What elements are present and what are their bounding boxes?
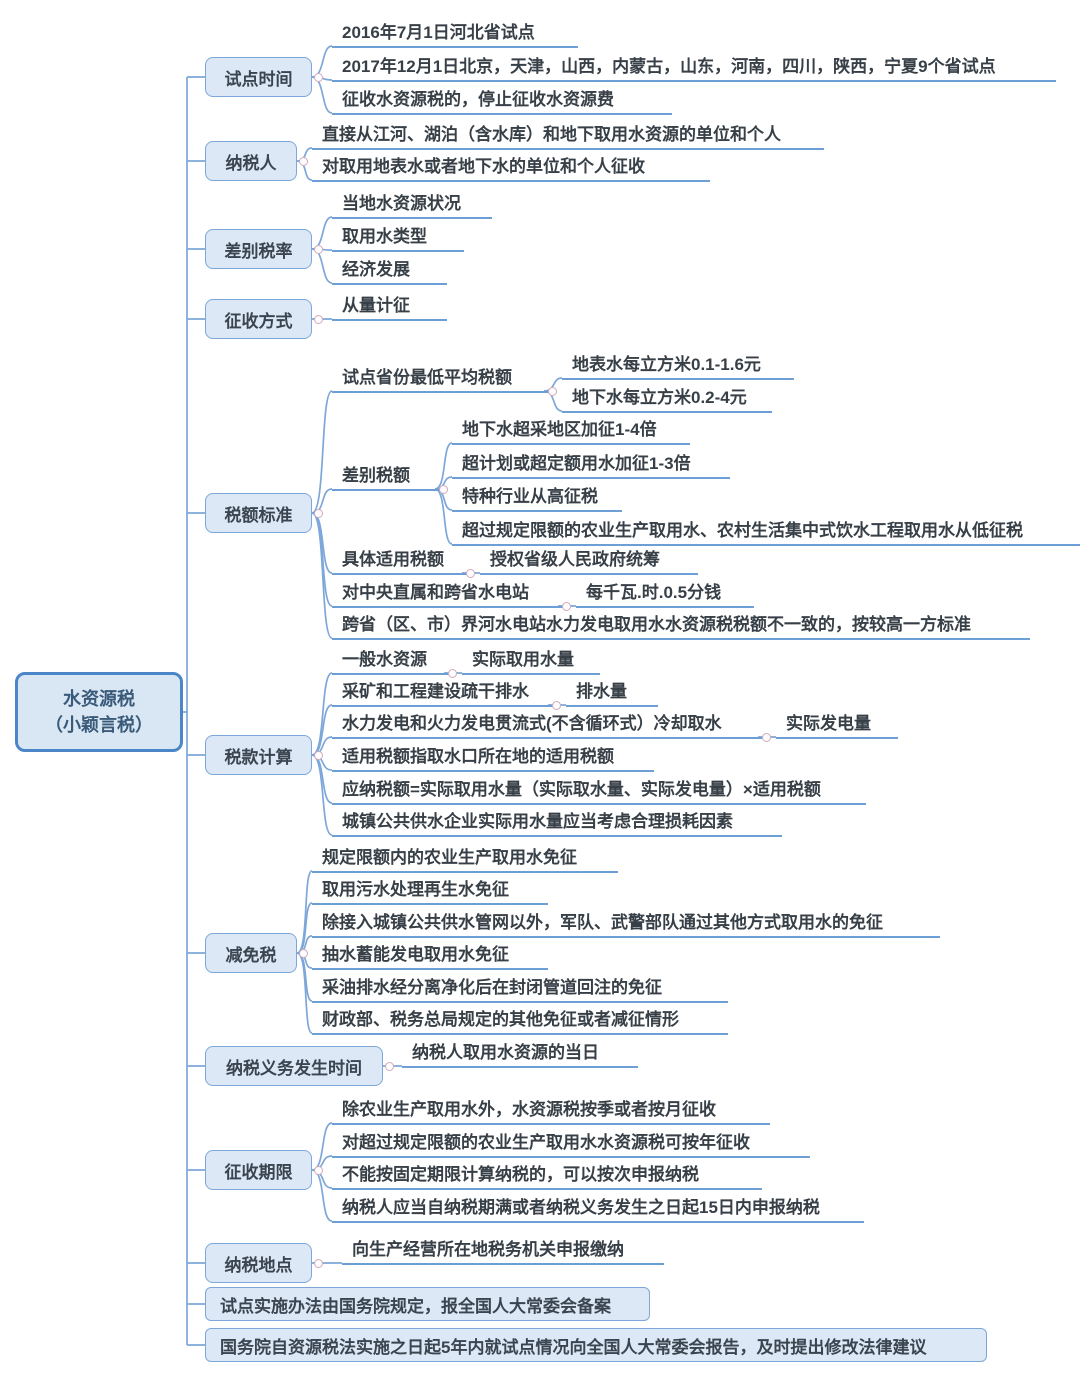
collapse-toggle-icon[interactable] xyxy=(314,315,323,324)
root-title-line2: （小颖言税） xyxy=(45,715,153,735)
branch-taxpayer[interactable]: 纳税人 xyxy=(205,141,297,181)
leaf-item[interactable]: 跨省（区、市）界河水电站水力发电取用水水资源税税额不一致的，按较高一方标准 xyxy=(332,614,1030,640)
collapse-toggle-icon[interactable] xyxy=(314,245,323,254)
collapse-toggle-icon[interactable] xyxy=(466,569,475,578)
collapse-toggle-icon[interactable] xyxy=(762,733,771,742)
collapse-toggle-icon[interactable] xyxy=(552,701,561,710)
collapse-toggle-icon[interactable] xyxy=(439,485,448,494)
leaf-item[interactable]: 财政部、税务总局规定的其他免征或者减征情形 xyxy=(312,1009,728,1035)
leaf-item[interactable]: 地下水每立方米0.2-4元 xyxy=(562,387,772,413)
leaf-item[interactable]: 从量计征 xyxy=(332,295,447,321)
branch-collection-period[interactable]: 征收期限 xyxy=(205,1150,312,1190)
collapse-toggle-icon[interactable] xyxy=(448,669,457,678)
leaf-item[interactable]: 应纳税额=实际取用水量（实际取水量、实际发电量）×适用税额 xyxy=(332,779,866,805)
leaf-item[interactable]: 纳税人应当自纳税期满或者纳税义务发生之日起15日内申报纳税 xyxy=(332,1197,864,1223)
subtopic-mine-drainage[interactable]: 采矿和工程建设疏干排水 xyxy=(332,681,558,707)
leaf-item[interactable]: 实际发电量 xyxy=(776,713,898,739)
collapse-toggle-icon[interactable] xyxy=(314,1259,323,1268)
branch-tax-exemption[interactable]: 减免税 xyxy=(205,933,297,973)
leaf-item[interactable]: 城镇公共供水企业实际用水量应当考虑合理损耗因素 xyxy=(332,811,782,837)
leaf-item[interactable]: 2016年7月1日河北省试点 xyxy=(332,22,578,48)
subtopic-differential-amount[interactable]: 差别税额 xyxy=(332,465,445,491)
leaf-item[interactable]: 超计划或超定额用水加征1-3倍 xyxy=(452,453,730,479)
leaf-item[interactable]: 采油排水经分离净化后在封闭管道回注的免征 xyxy=(312,977,728,1003)
collapse-toggle-icon[interactable] xyxy=(562,602,571,611)
leaf-item[interactable]: 每千瓦.时.0.5分钱 xyxy=(576,582,754,608)
leaf-item[interactable]: 授权省级人民政府统筹 xyxy=(480,549,698,575)
leaf-item[interactable]: 除农业生产取用水外，水资源税按季或者按月征收 xyxy=(332,1099,770,1125)
leaf-item[interactable]: 除接入城镇公共供水管网以外，军队、武警部队通过其他方式取用水的免征 xyxy=(312,912,940,938)
leaf-item[interactable]: 实际取用水量 xyxy=(462,649,600,675)
leaf-item[interactable]: 抽水蓄能发电取用水免征 xyxy=(312,944,548,970)
leaf-item[interactable]: 地下水超采地区加征1-4倍 xyxy=(452,419,690,445)
branch-obligation-time[interactable]: 纳税义务发生时间 xyxy=(205,1046,383,1086)
collapse-toggle-icon[interactable] xyxy=(299,157,308,166)
leaf-item[interactable]: 对超过规定限额的农业生产取用水水资源税可按年征收 xyxy=(332,1132,810,1158)
collapse-toggle-icon[interactable] xyxy=(314,751,323,760)
leaf-item[interactable]: 当地水资源状况 xyxy=(332,193,492,219)
leaf-item[interactable]: 征收水资源税的，停止征收水资源费 xyxy=(332,89,672,115)
leaf-item[interactable]: 规定限额内的农业生产取用水免征 xyxy=(312,847,618,873)
leaf-item[interactable]: 不能按固定期限计算纳税的，可以按次申报纳税 xyxy=(332,1164,762,1190)
branch-pilot-time[interactable]: 试点时间 xyxy=(205,57,312,97)
subtopic-min-average-tax[interactable]: 试点省份最低平均税额 xyxy=(332,367,554,393)
leaf-item[interactable]: 对取用地表水或者地下水的单位和个人征收 xyxy=(312,156,710,182)
leaf-item[interactable]: 超过规定限额的农业生产取用水、农村生活集中式饮水工程取用水从低征税 xyxy=(452,520,1080,546)
leaf-item[interactable]: 取用水类型 xyxy=(332,226,464,252)
leaf-item[interactable]: 适用税额指取水口所在地的适用税额 xyxy=(332,746,654,772)
collapse-toggle-icon[interactable] xyxy=(314,509,323,518)
subtopic-power-cooling[interactable]: 水力发电和火力发电贯流式(不含循环式）冷却取水 xyxy=(332,713,768,739)
leaf-item[interactable]: 直接从江河、湖泊（含水库）和地下取用水资源的单位和个人 xyxy=(312,124,824,150)
branch-collection-method[interactable]: 征收方式 xyxy=(205,299,312,339)
collapse-toggle-icon[interactable] xyxy=(314,1166,323,1175)
leaf-item[interactable]: 纳税人取用水资源的当日 xyxy=(402,1042,638,1068)
leaf-item[interactable]: 向生产经营所在地税务机关申报缴纳 xyxy=(342,1239,664,1265)
collapse-toggle-icon[interactable] xyxy=(314,73,323,82)
root-topic[interactable]: 水资源税 （小颖言税） xyxy=(15,672,183,752)
leaf-item[interactable]: 排水量 xyxy=(566,681,658,707)
leaf-item[interactable]: 取用污水处理再生水免征 xyxy=(312,879,548,905)
branch-state-council-report-note[interactable]: 国务院自资源税法实施之日起5年内就试点情况向全国人大常委会报告，及时提出修改法律… xyxy=(205,1328,987,1362)
subtopic-general-water[interactable]: 一般水资源 xyxy=(332,649,454,675)
branch-tax-calculation[interactable]: 税款计算 xyxy=(205,735,312,775)
subtopic-central-hydro[interactable]: 对中央直属和跨省水电站 xyxy=(332,582,568,608)
leaf-item[interactable]: 经济发展 xyxy=(332,259,447,285)
collapse-toggle-icon[interactable] xyxy=(299,949,308,958)
leaf-item[interactable]: 地表水每立方米0.1-1.6元 xyxy=(562,354,794,380)
collapse-toggle-icon[interactable] xyxy=(385,1062,394,1071)
branch-tax-place[interactable]: 纳税地点 xyxy=(205,1243,312,1283)
branch-tax-amount-standard[interactable]: 税额标准 xyxy=(205,493,312,533)
leaf-item[interactable]: 2017年12月1日北京，天津，山西，内蒙古，山东，河南，四川，陕西，宁夏9个省… xyxy=(332,56,1056,82)
root-title-line1: 水资源税 xyxy=(63,689,135,709)
subtopic-specific-tax[interactable]: 具体适用税额 xyxy=(332,549,472,575)
collapse-toggle-icon[interactable] xyxy=(548,387,557,396)
branch-pilot-measures-note[interactable]: 试点实施办法由国务院规定，报全国人大常委会备案 xyxy=(205,1287,650,1321)
branch-differential-rate[interactable]: 差别税率 xyxy=(205,229,312,269)
leaf-item[interactable]: 特种行业从高征税 xyxy=(452,486,622,512)
